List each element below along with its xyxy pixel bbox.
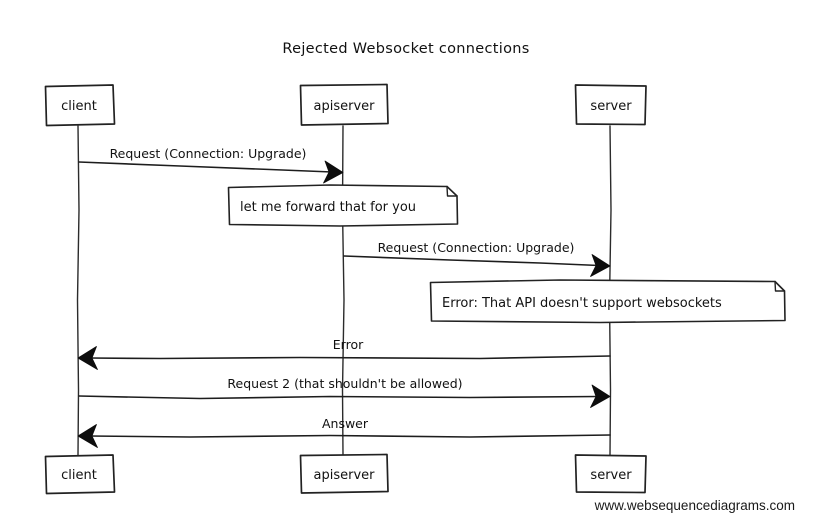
message-5[interactable]: Answer xyxy=(77,416,611,448)
actor-top-server[interactable]: server xyxy=(574,84,647,126)
message-1-arrowhead xyxy=(323,160,344,184)
message-1[interactable]: Request (Connection: Upgrade) xyxy=(78,146,344,184)
actor-box-shape xyxy=(299,83,389,126)
actor-box-shape xyxy=(299,453,389,494)
actor-label-server-bottom: server xyxy=(590,468,632,483)
actor-label-client-top: client xyxy=(61,99,97,114)
note-2-fold-corner xyxy=(774,280,786,292)
message-2-line xyxy=(343,255,600,267)
actor-label-apiserver-top: apiserver xyxy=(314,99,376,114)
note-2[interactable]: Error: That API doesn't support websocke… xyxy=(429,279,786,324)
actor-bottom-apiserver[interactable]: apiserver xyxy=(299,453,389,494)
message-2[interactable]: Request (Connection: Upgrade) xyxy=(343,240,611,277)
actor-bottom-server[interactable]: server xyxy=(574,454,647,494)
message-4[interactable]: Request 2 (that shouldn't be allowed) xyxy=(78,376,611,408)
actor-box-shape xyxy=(574,84,647,126)
actor-bottom-client[interactable]: client xyxy=(44,454,116,495)
message-1-line xyxy=(78,161,333,173)
message-3-line xyxy=(88,355,611,360)
footer-watermark: www.websequencediagrams.com xyxy=(594,498,795,513)
lifeline-apiserver xyxy=(341,125,345,456)
note-1-fold-corner xyxy=(446,185,458,197)
actor-label-server-top: server xyxy=(590,99,632,114)
message-1-label: Request (Connection: Upgrade) xyxy=(110,146,307,161)
note-1-shape xyxy=(227,184,459,227)
message-4-label: Request 2 (that shouldn't be allowed) xyxy=(227,376,462,391)
diagram-title: Rejected Websocket connections xyxy=(282,41,529,57)
actor-box-shape xyxy=(574,454,647,494)
message-5-line xyxy=(88,434,611,438)
actor-top-client[interactable]: client xyxy=(44,84,116,127)
message-3[interactable]: Error xyxy=(77,337,611,370)
message-4-arrowhead xyxy=(590,384,611,408)
actor-top-apiserver[interactable]: apiserver xyxy=(299,83,389,126)
note-2-text: Error: That API doesn't support websocke… xyxy=(442,296,722,311)
lifeline-client xyxy=(76,125,80,456)
message-5-arrowhead xyxy=(77,424,98,448)
note-2-shape xyxy=(429,279,786,324)
actor-box-shape xyxy=(44,84,116,127)
message-5-label: Answer xyxy=(322,416,369,431)
message-3-label: Error xyxy=(333,337,364,352)
note-1[interactable]: let me forward that for you xyxy=(227,184,459,227)
actor-box-shape xyxy=(44,454,116,495)
message-2-label: Request (Connection: Upgrade) xyxy=(378,240,575,255)
message-2-arrowhead xyxy=(590,254,611,277)
note-1-text: let me forward that for you xyxy=(240,200,416,215)
message-3-arrowhead xyxy=(77,346,98,370)
message-4-line xyxy=(78,395,600,400)
actor-label-client-bottom: client xyxy=(61,468,97,483)
actor-label-apiserver-bottom: apiserver xyxy=(314,468,376,483)
